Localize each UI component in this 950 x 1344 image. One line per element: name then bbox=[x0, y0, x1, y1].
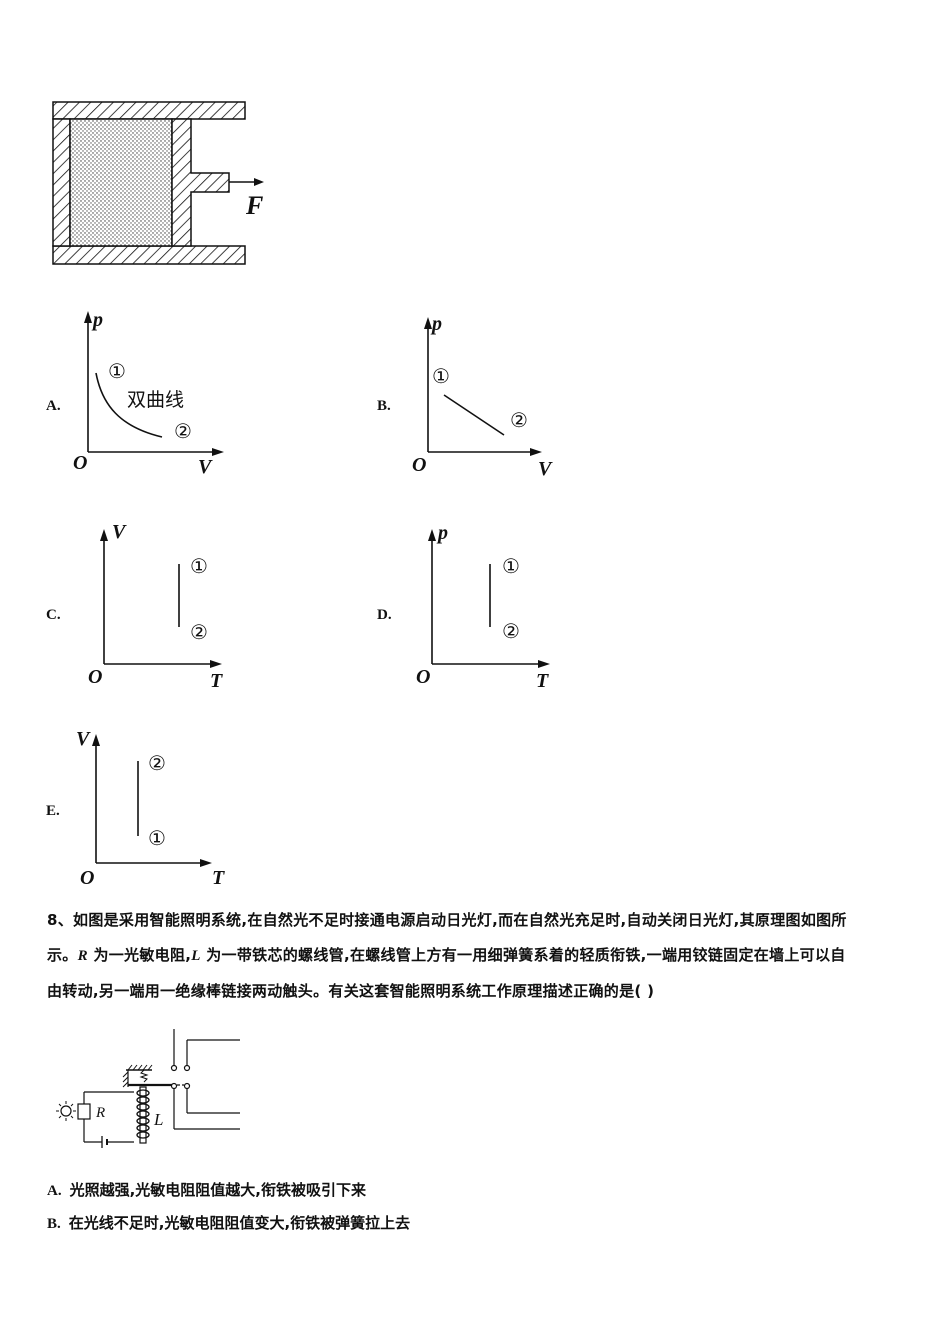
graph-d-top-label: ① bbox=[502, 554, 520, 578]
graph-e-x-axis-label: T bbox=[212, 867, 225, 889]
option-c-label: C. bbox=[46, 607, 61, 623]
answer-a[interactable]: A. 光照越强,光敏电阻阻值越大,衔铁被吸引下来 bbox=[47, 1179, 366, 1200]
graph-e-origin: O bbox=[80, 867, 94, 889]
graph-c-top-label: ① bbox=[190, 554, 208, 578]
graph-c-y-axis-label: V bbox=[112, 521, 127, 543]
question-8-line-1: 8、如图是采用智能照明系统,在自然光不足时接通电源启动日光灯,而在自然光充足时,… bbox=[47, 911, 847, 929]
graph-c-x-axis-label: T bbox=[210, 670, 223, 692]
graph-d-bottom-label: ② bbox=[502, 619, 520, 643]
graph-d-y-axis-label: p bbox=[436, 522, 448, 544]
graph-a-start-label: ① bbox=[108, 359, 126, 383]
answer-b-text: 在光线不足时,光敏电阻阻值变大,衔铁被弹簧拉上去 bbox=[68, 1214, 411, 1232]
graph-a-curve-label: 双曲线 bbox=[127, 389, 184, 411]
graph-c-origin: O bbox=[88, 666, 102, 688]
graph-e: V T O ② ① bbox=[76, 728, 225, 889]
iron-core bbox=[139, 1086, 147, 1144]
photoresistor bbox=[77, 1103, 91, 1120]
graph-d: p T O ① ② bbox=[416, 522, 550, 692]
graph-a: p V O ① 双曲线 ② bbox=[73, 309, 224, 478]
graph-a-y-axis-label: p bbox=[91, 309, 103, 331]
graph-a-x-axis-label: V bbox=[198, 456, 213, 478]
option-d-label: D. bbox=[377, 607, 392, 623]
answer-b[interactable]: B. 在光线不足时,光敏电阻阻值变大,衔铁被弹簧拉上去 bbox=[47, 1212, 410, 1233]
question-8-text: 8、如图是采用智能照明系统,在自然光不足时接通电源启动日光灯,而在自然光充足时,… bbox=[47, 903, 917, 1009]
piston-cylinder-figure: F bbox=[52, 101, 264, 265]
symbol-l: L bbox=[191, 948, 201, 964]
coil bbox=[136, 1089, 150, 1139]
graph-a-hyperbola bbox=[95, 372, 163, 438]
answer-a-key: A. bbox=[47, 1183, 62, 1199]
option-b-label: B. bbox=[377, 398, 391, 414]
gas-region bbox=[69, 118, 173, 247]
symbol-r: R bbox=[77, 948, 88, 964]
answer-b-key: B. bbox=[47, 1216, 61, 1232]
coil-label: L bbox=[153, 1110, 163, 1129]
graph-c: V T O ① ② bbox=[88, 521, 223, 692]
option-a-label: A. bbox=[46, 398, 61, 414]
graph-b-y-axis-label: p bbox=[430, 313, 442, 335]
question-8-line-2: 示。R 为一光敏电阻,L 为一带铁芯的螺线管,在螺线管上方有一用细弹簧系着的轻质… bbox=[47, 946, 846, 964]
option-e-label: E. bbox=[46, 803, 60, 819]
graph-b-line bbox=[443, 394, 505, 436]
answer-a-text: 光照越强,光敏电阻阻值越大,衔铁被吸引下来 bbox=[69, 1181, 366, 1199]
graph-a-end-label: ② bbox=[174, 419, 192, 443]
graph-e-bottom-label: ① bbox=[148, 826, 166, 850]
graph-e-top-label: ② bbox=[148, 751, 166, 775]
force-label: F bbox=[245, 191, 263, 220]
graph-b-start-label: ① bbox=[432, 364, 450, 388]
graph-b-origin: O bbox=[412, 454, 426, 476]
relay-circuit-figure: L R bbox=[56, 1029, 240, 1148]
graph-b-end-label: ② bbox=[510, 408, 528, 432]
graph-d-origin: O bbox=[416, 666, 430, 688]
resistor-label: R bbox=[95, 1105, 105, 1121]
cylinder-bottom-wall bbox=[52, 245, 246, 265]
question-8-line-3: 由转动,另一端用一绝缘棒链接两动触头。有关这套智能照明系统工作原理描述正确的是(… bbox=[47, 982, 655, 1000]
graph-b-x-axis-label: V bbox=[538, 458, 553, 480]
graph-e-y-axis-label: V bbox=[76, 728, 91, 750]
cylinder-top-wall bbox=[52, 101, 246, 120]
piston bbox=[171, 118, 230, 247]
graph-c-bottom-label: ② bbox=[190, 620, 208, 644]
graph-b: p V O ① ② bbox=[412, 313, 553, 480]
light-source bbox=[60, 1105, 72, 1117]
force-arrow-head bbox=[254, 178, 264, 186]
cylinder-left-wall bbox=[52, 118, 71, 247]
spring bbox=[139, 1069, 149, 1083]
graph-d-x-axis-label: T bbox=[536, 670, 549, 692]
graph-a-origin: O bbox=[73, 452, 87, 474]
